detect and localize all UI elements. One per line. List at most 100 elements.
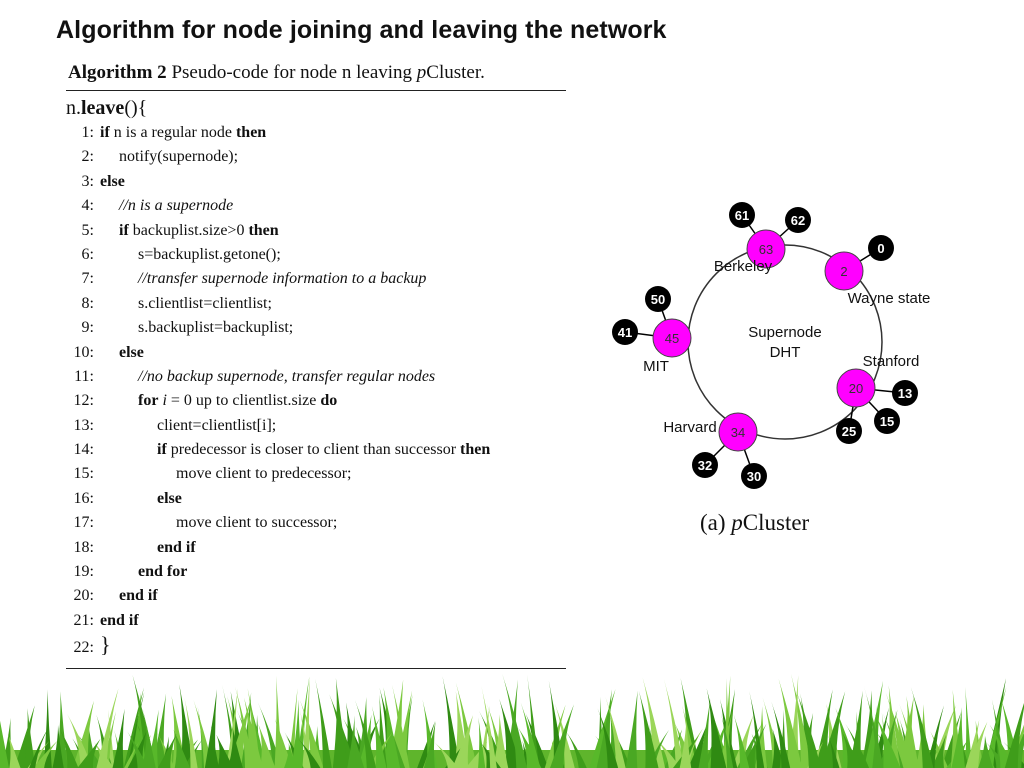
keyword: if — [157, 441, 167, 459]
client-id: 41 — [618, 325, 632, 340]
comment: //no backup supernode, transfer regular … — [138, 367, 436, 385]
supernode-2 — [824, 251, 864, 291]
algorithm-caption-text: Pseudo-code for node n leaving — [171, 62, 413, 83]
figure-caption: (a) pCluster — [700, 510, 809, 536]
client-node-15 — [874, 408, 900, 434]
line-code: client=clientlist[i]; — [157, 414, 276, 438]
code-line: 12:for i = 0 up to clientlist.size do — [66, 389, 566, 413]
code-line: 17: move client to successor; — [66, 511, 566, 535]
grass-blade — [274, 675, 283, 768]
keyword: do — [320, 392, 338, 410]
grass-blade — [828, 735, 840, 768]
line-code: else — [157, 487, 182, 511]
grass-blade — [951, 707, 966, 768]
code-line: 6:s=backuplist.getone(); — [66, 243, 566, 267]
code-line: 21:end if — [66, 609, 566, 633]
grass-blade — [93, 741, 114, 768]
grass-blade — [492, 714, 509, 768]
line-number: 11: — [74, 367, 94, 385]
grass-blade — [863, 680, 884, 768]
signature-object: n. — [66, 97, 81, 119]
client-id: 61 — [735, 208, 749, 223]
client-id: 50 — [651, 292, 665, 307]
line-code: //no backup supernode, transfer regular … — [138, 365, 435, 389]
figure-caption-label: (a) — [700, 510, 726, 535]
grass-blade — [112, 708, 125, 768]
code-text: s.backuplist=backuplist; — [138, 319, 294, 337]
line-code: //n is a supernode — [119, 194, 233, 218]
grass-blade — [984, 678, 1007, 768]
algorithm-caption: Algorithm 2 Pseudo-code for node n leavi… — [66, 60, 566, 91]
code-line: 20:end if — [66, 584, 566, 608]
keyword: if — [100, 124, 110, 141]
grass-blade — [478, 717, 486, 768]
grass-blade — [291, 699, 303, 768]
algorithm-box: Algorithm 2 Pseudo-code for node n leavi… — [66, 60, 566, 669]
grass-blade — [965, 686, 973, 768]
grass-blade — [23, 708, 36, 768]
supernode-id: 34 — [731, 425, 745, 440]
line-number: 20: — [73, 587, 94, 605]
signature-method: leave — [81, 97, 125, 119]
keyword: then — [235, 124, 267, 141]
code-line: 10:else — [66, 341, 566, 365]
grass-blade — [505, 679, 518, 768]
code-text: n is a regular node — [109, 124, 236, 141]
grass-blade — [216, 734, 234, 768]
algorithm-body: n.leave(){ 1:if n is a regular node then… — [66, 91, 566, 669]
code-line: 16:else — [66, 487, 566, 511]
supernode-id: 20 — [849, 381, 863, 396]
grass-blade — [465, 741, 488, 768]
grass-blade — [151, 693, 167, 768]
line-number: 5: — [81, 221, 94, 239]
comment: //transfer supernode information to a ba… — [138, 270, 427, 288]
grass-blade — [383, 687, 401, 768]
grass-blade — [59, 727, 79, 768]
grass-blade — [874, 713, 901, 768]
figure-caption-text: Cluster — [742, 510, 810, 535]
grass-blade — [423, 721, 436, 768]
grass-blade — [878, 709, 898, 768]
supernode-label: Wayne state — [848, 290, 931, 307]
code-line: 22:} — [66, 633, 566, 657]
client-node-61 — [729, 202, 755, 228]
algorithm-number: Algorithm 2 — [68, 62, 167, 83]
grass-blade — [1004, 703, 1024, 768]
client-id: 62 — [791, 213, 805, 228]
supernode-label: Harvard — [663, 419, 716, 436]
client-id: 25 — [842, 424, 856, 439]
grass-blade — [778, 678, 803, 768]
supernode-34 — [718, 412, 758, 452]
grass-blade — [625, 690, 638, 768]
signature-parens: (){ — [124, 97, 148, 119]
client-id: 30 — [747, 469, 761, 484]
code-line: 5:if backuplist.size>0 then — [66, 219, 566, 243]
grass-blade — [302, 676, 310, 768]
line-code: s.clientlist=clientlist; — [138, 292, 272, 316]
grass-blade — [682, 704, 697, 768]
code-line: 11: //no backup supernode, transfer regul… — [66, 365, 566, 389]
grass-blade — [315, 678, 332, 768]
grass-blade — [654, 737, 681, 768]
client-node-32 — [692, 452, 718, 478]
supernode-id: 45 — [665, 331, 679, 346]
line-number: 14: — [73, 441, 94, 459]
code-line: 1:if n is a regular node then — [66, 121, 566, 145]
line-number: 17: — [73, 514, 94, 532]
grass-blade — [978, 735, 994, 768]
line-code: move client to successor; — [176, 511, 337, 535]
supernode-63 — [746, 229, 786, 269]
grass-blade — [638, 690, 659, 768]
grass-blade — [77, 738, 101, 768]
supernode-20 — [836, 368, 876, 408]
code-line: 8:s.clientlist=clientlist; — [66, 292, 566, 316]
code-line: 4://n is a supernode — [66, 194, 566, 218]
grass-blade — [679, 718, 692, 768]
line-number: 21: — [73, 611, 94, 629]
algorithm-caption-end: Cluster. — [426, 62, 485, 83]
line-code: else — [100, 170, 125, 194]
grass-blade — [142, 708, 156, 768]
grass-blade — [332, 677, 349, 768]
